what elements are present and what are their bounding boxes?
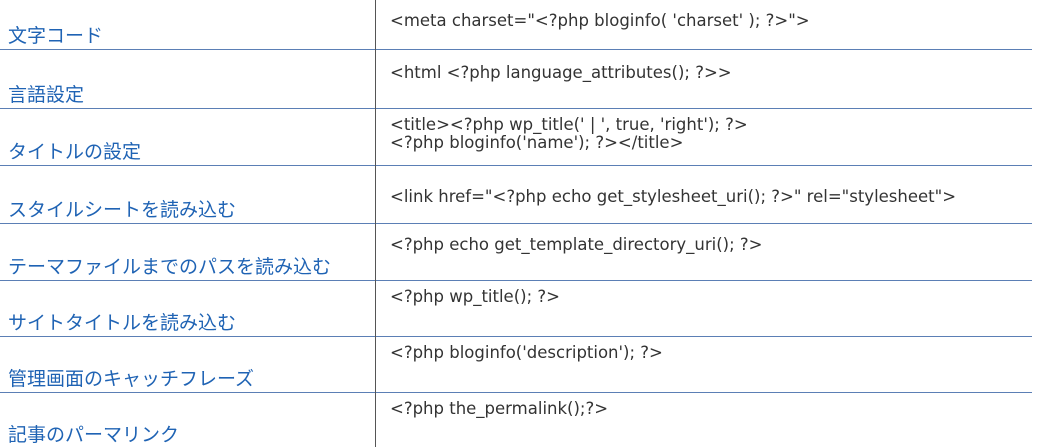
code-line: <?php echo get_template_directory_uri();… [390,235,763,254]
row-code: <title><?php wp_title(' | ', true, 'righ… [390,116,748,152]
row-label: テーマファイルまでのパスを読み込む [8,256,332,278]
table-row: サイトタイトルを読み込む <?php wp_title(); ?> [0,281,1032,337]
column-divider [375,0,376,447]
table-row: 言語設定 <html <?php language_attributes(); … [0,50,1032,109]
row-code: <?php bloginfo('description'); ?> [390,344,663,362]
row-label: タイトルの設定 [8,141,142,163]
row-label: 文字コード [8,25,104,47]
row-code: <html <?php language_attributes(); ?>> [390,64,732,82]
row-code: <meta charset="<?php bloginfo( 'charset'… [390,12,810,30]
table-row: スタイルシートを読み込む <link href="<?php echo get_… [0,166,1032,224]
code-line: <?php bloginfo('description'); ?> [390,343,663,362]
table-row: 記事のパーマリンク <?php the_permalink();?> [0,393,1032,448]
table-row: 文字コード <meta charset="<?php bloginfo( 'ch… [0,0,1032,50]
row-label: スタイルシートを読み込む [8,199,237,221]
row-label: 記事のパーマリンク [8,424,180,446]
table-row: 管理画面のキャッチフレーズ <?php bloginfo('descriptio… [0,337,1032,393]
code-line: <?php wp_title(); ?> [390,287,560,306]
code-line: <?php bloginfo('name'); ?></title> [390,133,684,152]
code-line: <?php the_permalink();?> [390,399,609,418]
code-line: <link href="<?php echo get_stylesheet_ur… [390,187,957,206]
code-line: <html <?php language_attributes(); ?>> [390,63,732,82]
table-row: タイトルの設定 <title><?php wp_title(' | ', tru… [0,109,1032,166]
row-label: 管理画面のキャッチフレーズ [8,368,255,390]
row-label: 言語設定 [8,84,85,106]
code-line: <title><?php wp_title(' | ', true, 'righ… [390,115,748,134]
row-label: サイトタイトルを読み込む [8,312,237,334]
row-code: <?php echo get_template_directory_uri();… [390,236,762,254]
row-code: <link href="<?php echo get_stylesheet_ur… [390,188,956,206]
row-code: <?php the_permalink();?> [390,400,608,418]
row-code: <?php wp_title(); ?> [390,288,560,306]
table-row: テーマファイルまでのパスを読み込む <?php echo get_templat… [0,224,1032,281]
code-line: <meta charset="<?php bloginfo( 'charset'… [390,11,810,30]
